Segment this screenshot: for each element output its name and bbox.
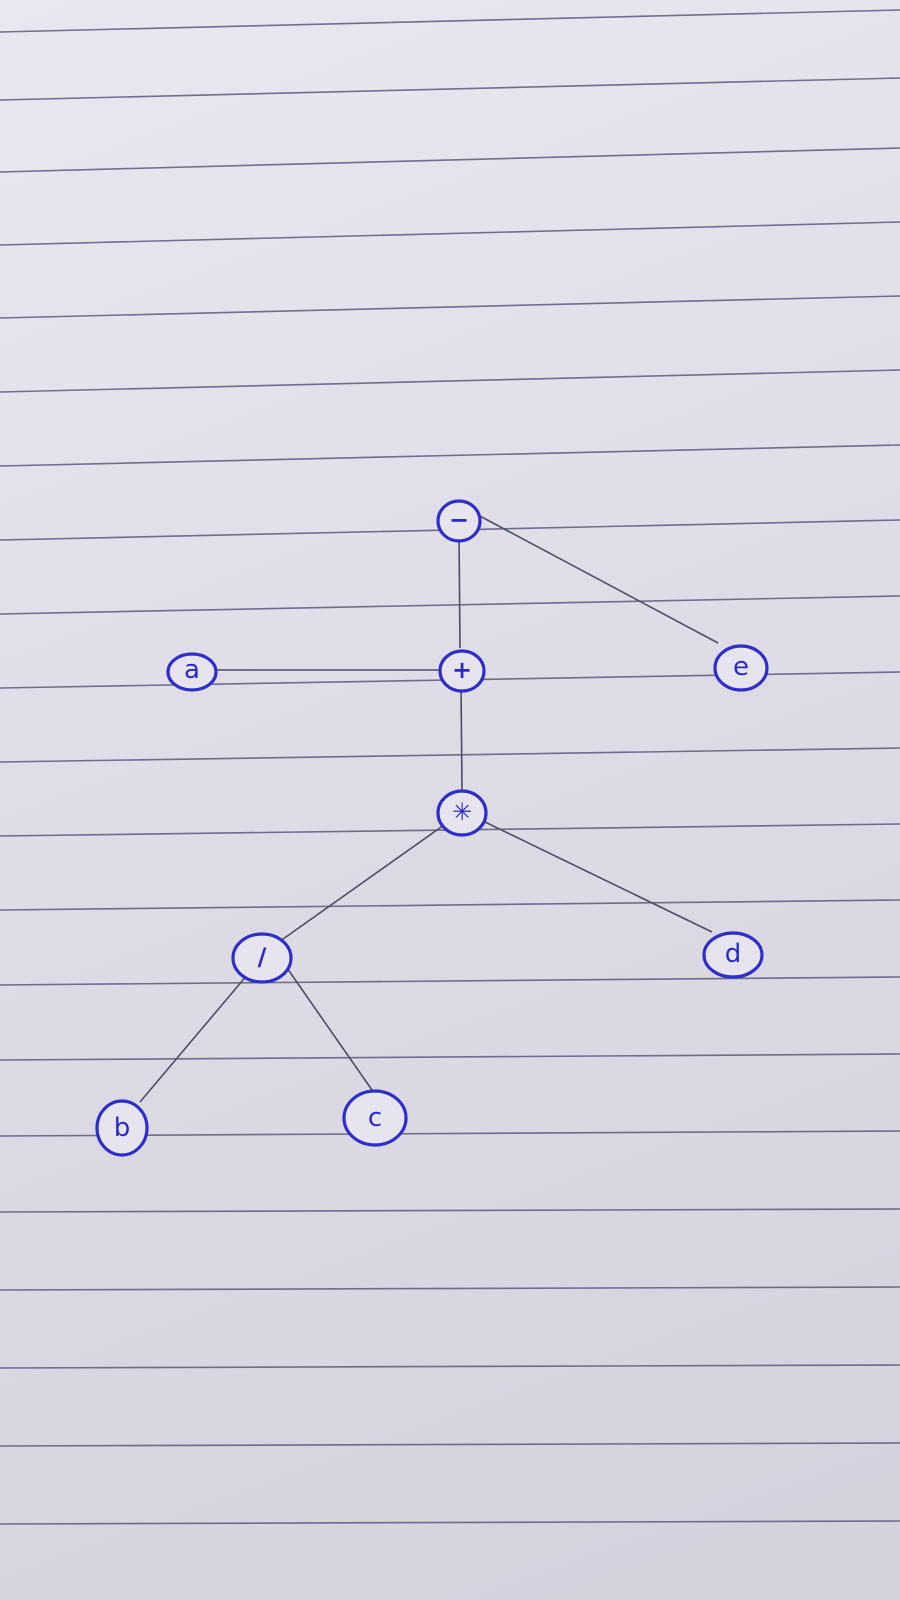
edge-minus-plus	[458, 531, 461, 649]
ruled-line	[0, 1208, 900, 1213]
ruled-line	[0, 899, 900, 911]
node-b: b	[95, 1099, 149, 1157]
ruled-line	[0, 1442, 900, 1447]
node-divide: /	[231, 932, 293, 984]
ruled-line	[0, 747, 900, 763]
node-minus: −	[436, 499, 482, 543]
tree-nodes: − + ✳ / a b c	[95, 499, 769, 1157]
svg-text:−: −	[449, 506, 469, 534]
ruled-line	[0, 1520, 900, 1525]
svg-text:b: b	[114, 1113, 131, 1143]
node-a: a	[166, 652, 218, 692]
svg-text:+: +	[452, 656, 472, 684]
edge-div-b	[139, 973, 249, 1103]
node-c: c	[342, 1089, 408, 1147]
ruled-line	[0, 444, 900, 467]
edge-div-c	[286, 967, 373, 1091]
ruled-line	[0, 976, 900, 986]
ruled-line	[0, 147, 900, 173]
ruled-line	[0, 9, 900, 33]
node-e: e	[713, 644, 769, 692]
node-d: d	[702, 931, 764, 979]
edge-plus-mul	[460, 685, 463, 791]
edge-minus-e	[477, 514, 719, 644]
ruled-line	[0, 77, 900, 101]
svg-text:/: /	[258, 943, 267, 971]
ruled-line	[0, 1364, 900, 1369]
tree-edges	[139, 514, 719, 1103]
ruled-line	[0, 221, 900, 246]
svg-text:a: a	[184, 655, 200, 685]
ruled-line	[0, 369, 900, 393]
ruled-line	[0, 295, 900, 319]
edge-mul-d	[484, 821, 713, 933]
ruled-lines	[0, 9, 900, 1525]
node-multiply: ✳	[436, 789, 488, 837]
node-plus: +	[438, 649, 486, 693]
svg-text:✳: ✳	[452, 798, 472, 826]
ruled-line	[0, 1286, 900, 1291]
svg-text:c: c	[368, 1103, 382, 1133]
ruled-line	[0, 1053, 900, 1061]
svg-text:e: e	[733, 652, 749, 682]
ruled-line	[0, 1130, 900, 1137]
edge-mul-div	[275, 824, 445, 945]
svg-text:d: d	[725, 939, 742, 969]
ruled-line	[0, 595, 900, 615]
